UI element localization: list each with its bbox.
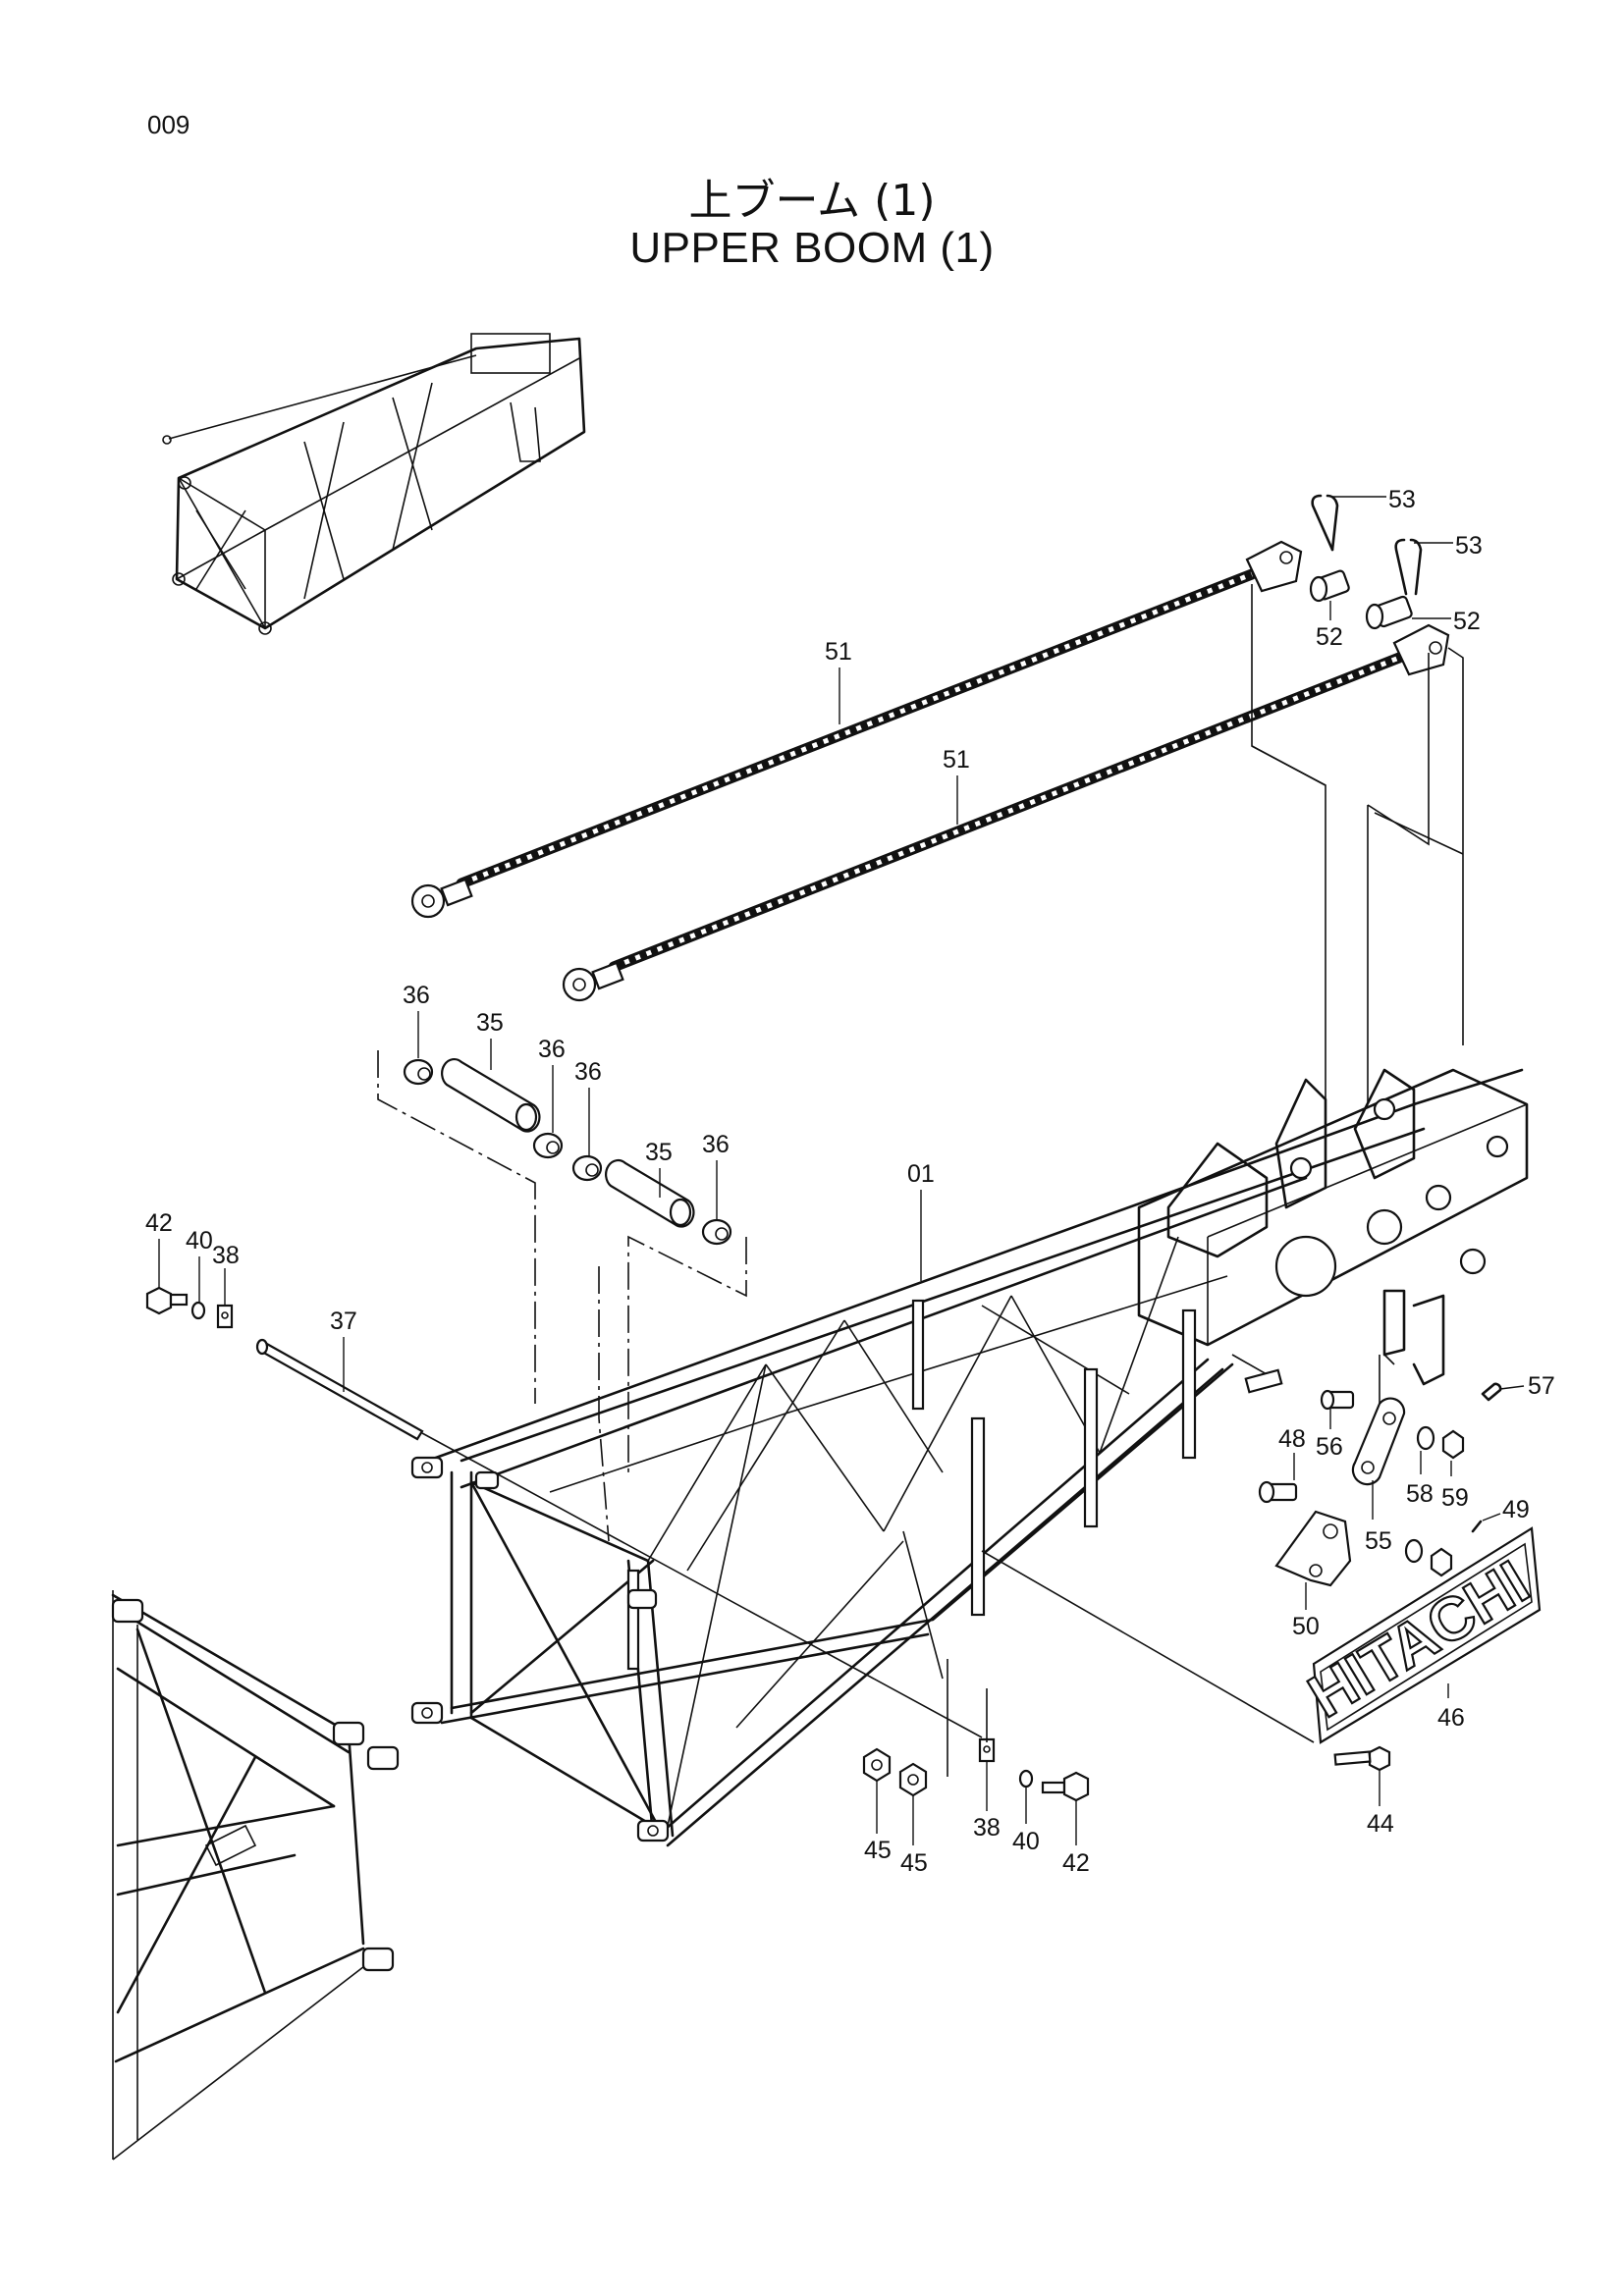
spacer-36-a[interactable] <box>403 1058 434 1086</box>
link-55[interactable] <box>1351 1397 1406 1486</box>
label-36-c: 36 <box>574 1058 602 1086</box>
label-51-b: 51 <box>943 746 970 774</box>
label-52-b: 52 <box>1453 608 1481 635</box>
overview-thumbnail <box>162 333 586 635</box>
spacer-36-c[interactable] <box>571 1154 603 1182</box>
label-45-b: 45 <box>900 1849 928 1877</box>
nut-45-b[interactable] <box>898 1762 928 1797</box>
label-38-b: 38 <box>973 1814 1001 1842</box>
label-35-a: 35 <box>476 1009 504 1037</box>
label-40-b: 40 <box>1012 1828 1040 1855</box>
label-58: 58 <box>1406 1480 1434 1508</box>
upper-boom-frame[interactable] <box>410 1068 1529 1847</box>
label-01: 01 <box>907 1160 935 1188</box>
label-40-a: 40 <box>186 1227 213 1255</box>
title-japanese: 上ブーム (1) <box>688 176 936 226</box>
label-leaders <box>158 496 1525 1845</box>
pendant-rope-upper[interactable] <box>410 540 1303 919</box>
bolt-42-left[interactable] <box>145 1286 189 1315</box>
label-55: 55 <box>1365 1527 1392 1555</box>
pin-37[interactable] <box>255 1338 424 1441</box>
label-36-b: 36 <box>538 1036 566 1063</box>
pin-56[interactable] <box>1320 1389 1355 1411</box>
boom-end-lugs <box>410 1456 670 1842</box>
lower-boom-section <box>111 1590 400 2161</box>
label-59: 59 <box>1441 1484 1469 1512</box>
label-36-a: 36 <box>403 982 430 1009</box>
title-english: UPPER BOOM (1) <box>629 224 995 272</box>
bracket-50[interactable] <box>1274 1510 1352 1587</box>
label-50: 50 <box>1292 1613 1320 1640</box>
label-42-a: 42 <box>145 1209 173 1237</box>
bolt-42-bottom[interactable] <box>1041 1771 1090 1802</box>
label-49: 49 <box>1502 1496 1530 1523</box>
label-48: 48 <box>1278 1425 1306 1453</box>
pin-48[interactable] <box>1258 1480 1298 1504</box>
label-44: 44 <box>1367 1810 1394 1838</box>
pin-52-lower[interactable] <box>1365 595 1413 630</box>
label-38-a: 38 <box>212 1242 240 1269</box>
spacer-36-d[interactable] <box>701 1218 732 1246</box>
label-46: 46 <box>1437 1704 1465 1732</box>
plate-38-left[interactable] <box>216 1304 234 1329</box>
label-51-a: 51 <box>825 638 852 666</box>
roller-35-b[interactable] <box>605 1158 695 1228</box>
label-53-a: 53 <box>1388 486 1416 513</box>
cotter-pin-49[interactable] <box>1471 1520 1483 1533</box>
label-42-b: 42 <box>1062 1849 1090 1877</box>
label-56: 56 <box>1316 1433 1343 1461</box>
roller-35-a[interactable] <box>441 1057 541 1133</box>
cotter-pin-57[interactable] <box>1481 1382 1502 1402</box>
bolt-44[interactable] <box>1333 1745 1391 1772</box>
washer-40-left[interactable] <box>190 1301 206 1320</box>
plate-38-bottom[interactable] <box>978 1737 996 1763</box>
label-52-a: 52 <box>1316 623 1343 651</box>
reference-lines <box>377 584 1464 1777</box>
label-53-b: 53 <box>1455 532 1483 560</box>
cotter-pin-53-lower[interactable] <box>1394 538 1423 596</box>
cotter-pin-53-upper[interactable] <box>1311 494 1339 552</box>
label-37: 37 <box>330 1308 357 1335</box>
label-35-b: 35 <box>645 1139 673 1166</box>
spacer-36-b[interactable] <box>532 1132 564 1159</box>
part-number-callouts: 53 53 52 52 51 51 36 35 36 36 35 36 01 3… <box>145 486 1555 1877</box>
pendant-rope-lower[interactable] <box>562 623 1450 1002</box>
nut-59[interactable] <box>1430 1429 1465 1577</box>
label-57: 57 <box>1528 1372 1555 1400</box>
washer-40-bottom[interactable] <box>1018 1769 1034 1789</box>
label-36-d: 36 <box>702 1131 730 1158</box>
label-45-a: 45 <box>864 1837 892 1864</box>
pin-52-upper[interactable] <box>1309 569 1350 603</box>
washer-58[interactable] <box>1404 1425 1435 1564</box>
page-number: 009 <box>147 110 190 139</box>
nut-45-a[interactable] <box>862 1747 892 1783</box>
